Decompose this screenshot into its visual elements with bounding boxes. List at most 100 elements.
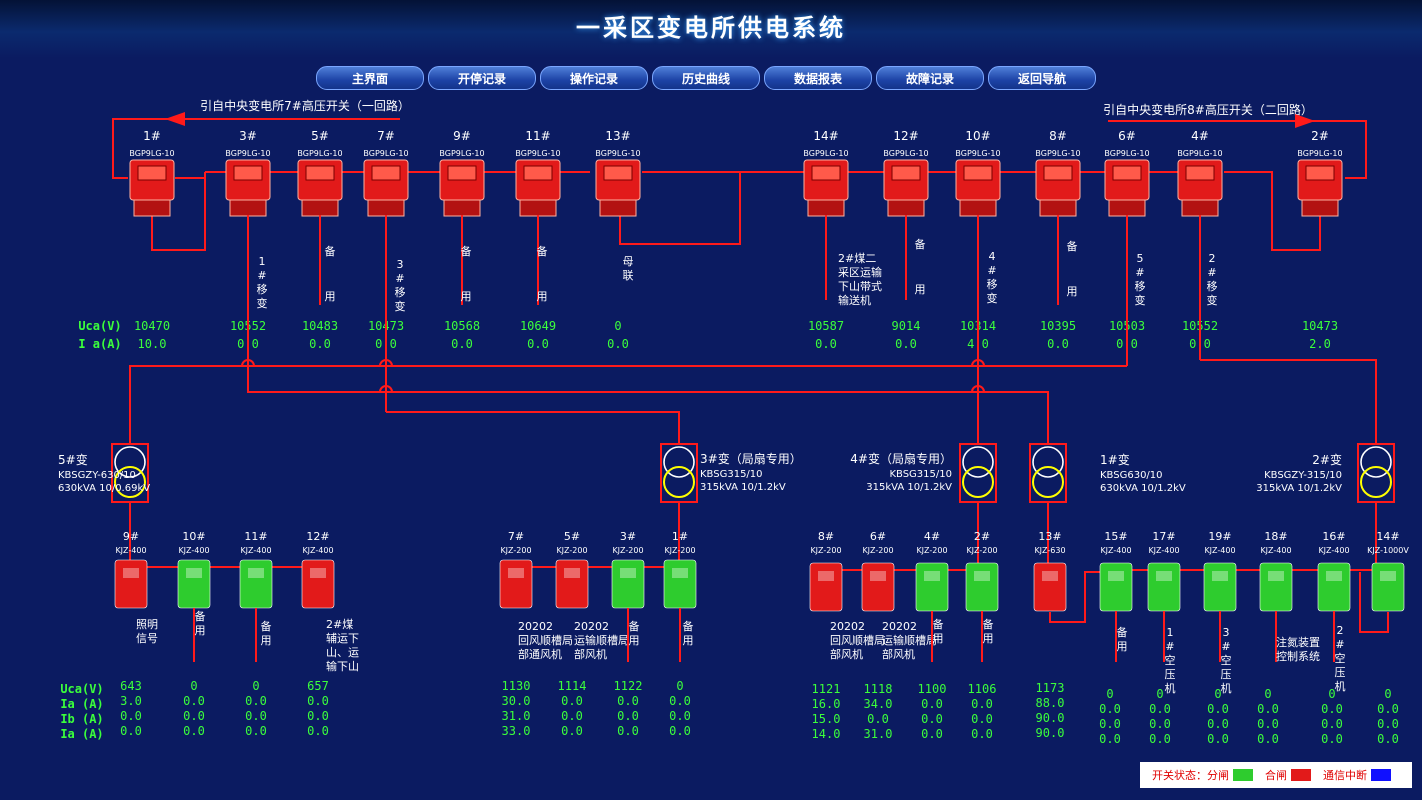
lv-switch-2-8#[interactable] — [809, 562, 843, 612]
lv-switch-2-2#[interactable] — [965, 562, 999, 612]
lv-switch-2-8#-window — [818, 571, 834, 581]
lv-switch-1-7#-val-0: 1130 — [502, 679, 531, 693]
lv-switch-3-17#[interactable] — [1147, 562, 1181, 612]
load-label: 用 — [537, 290, 548, 303]
transformer-3-spec: 315kVA 10/1.2kV — [866, 482, 952, 493]
lv-switch-3-19#-model: KJZ-400 — [1204, 546, 1235, 555]
hv-switch-14#-base — [807, 199, 845, 217]
lv-switch-3-14#-model: KJZ-1000V — [1367, 546, 1409, 555]
transformer-3-model: KBSG315/10 — [889, 469, 952, 480]
lv-switch-1-7#[interactable] — [499, 559, 533, 609]
hv-switch-1#-uca: 10470 — [134, 319, 170, 333]
lv-switch-1-1#-val-2: 0.0 — [669, 709, 691, 723]
nav-fault-log-button[interactable]: 故障记录 — [876, 66, 984, 90]
transformer-4-primary-icon — [1032, 446, 1064, 478]
hv-switch-8#-model: BGP9LG-10 — [1035, 149, 1080, 158]
lv-switch-0-11#-val-3: 0.0 — [245, 724, 267, 738]
lv-switch-3-18#[interactable] — [1259, 562, 1293, 612]
load-label: 移 — [1135, 280, 1146, 293]
lv-switch-3-18#-val-2: 0.0 — [1257, 717, 1279, 731]
nav-data-report-button[interactable]: 数据报表 — [764, 66, 872, 90]
lv-switch-0-12#[interactable] — [301, 559, 335, 609]
hv-switch-12#-id: 12# — [893, 129, 918, 143]
load-label: 备 — [915, 237, 926, 251]
transformer-2-name: 3#变（局扇专用） — [700, 451, 802, 466]
lv-switch-1-3#-val-2: 0.0 — [617, 709, 639, 723]
lv-load-label: 压 — [1335, 666, 1346, 679]
hv-switch-12#-uca: 9014 — [892, 319, 921, 333]
nav-main-button[interactable]: 主界面 — [316, 66, 424, 90]
nav-history-curve-button[interactable]: 历史曲线 — [652, 66, 760, 90]
lv-switch-3-15#[interactable] — [1099, 562, 1133, 612]
hv-switch-14#-model: BGP9LG-10 — [803, 149, 848, 158]
hv-switch-4#-id: 4# — [1191, 129, 1209, 143]
transformer-3-name: 4#变（局扇专用） — [850, 451, 952, 466]
load-label: # — [395, 272, 404, 285]
lv-switch-3-16#[interactable] — [1317, 562, 1351, 612]
lv-switch-2-4#-val-0: 1100 — [918, 682, 947, 696]
cable-3-bian — [386, 411, 680, 445]
lv-switch-1-7#-val-3: 33.0 — [502, 724, 531, 738]
page-title: 一采区变电所供电系统 — [576, 13, 846, 42]
hv-switch-2#-ia: 2.0 — [1309, 337, 1331, 351]
nav-switch-log-button[interactable]: 开停记录 — [428, 66, 536, 90]
lv-switch-3-15#-window — [1108, 571, 1124, 581]
hv-load-14: 2#煤二 — [838, 252, 876, 265]
lv-switch-3-15#-model: KJZ-400 — [1100, 546, 1131, 555]
lv-switch-0-9#[interactable] — [114, 559, 148, 609]
transformer-2-spec: 315kVA 10/1.2kV — [700, 482, 786, 493]
lv-switch-2-6#-model: KJZ-200 — [862, 546, 893, 555]
lv-load-label: 用 — [195, 624, 206, 637]
lv-switch-0-11#-val-0: 0 — [252, 679, 259, 693]
lv-switch-3-18#-val-1: 0.0 — [1257, 702, 1279, 716]
lv-switch-1-1#[interactable] — [663, 559, 697, 609]
lv-switch-3-13#-val-1: 88.0 — [1036, 696, 1065, 710]
nav-operation-log-button[interactable]: 操作记录 — [540, 66, 648, 90]
hv-switch-4#-panel — [1185, 165, 1215, 181]
lv-switch-1-3#[interactable] — [611, 559, 645, 609]
lv-load-label: 空 — [1335, 651, 1346, 665]
lv-load-label: 20202 — [518, 620, 553, 633]
hv-switch-8#-ia: 0.0 — [1047, 337, 1069, 351]
lv-switch-3-19#-val-2: 0.0 — [1207, 717, 1229, 731]
cable-1-bian — [247, 360, 1049, 445]
lv-switch-1-5#[interactable] — [555, 559, 589, 609]
lv-switch-0-10#[interactable] — [177, 559, 211, 609]
lv-switch-0-9#-id: 9# — [123, 530, 139, 543]
nav-return-button[interactable]: 返回导航 — [988, 66, 1096, 90]
lv-load-label: 20202 — [830, 620, 865, 633]
hv-switch-11#-base — [519, 199, 557, 217]
lv-switch-2-6#[interactable] — [861, 562, 895, 612]
lv-switch-0-11#[interactable] — [239, 559, 273, 609]
lv-switch-1-3#-model: KJZ-200 — [612, 546, 643, 555]
lv-switch-1-7#-id: 7# — [508, 530, 524, 543]
transformer-1-spec: 630kVA 10/0.69kV — [58, 483, 150, 494]
lv-switch-1-5#-model: KJZ-200 — [556, 546, 587, 555]
transformer-5-primary-icon — [1360, 446, 1392, 478]
lv-switch-2-6#-id: 6# — [870, 530, 886, 543]
lv-switch-3-14#[interactable] — [1371, 562, 1405, 612]
hv-switch-7#-panel — [371, 165, 401, 181]
lv-switch-3-15#-val-2: 0.0 — [1099, 717, 1121, 731]
lv-switch-2-4#[interactable] — [915, 562, 949, 612]
hv-switch-9#-uca: 10568 — [444, 319, 480, 333]
hv-switch-9#-panel — [447, 165, 477, 181]
load-label: 4 — [989, 250, 996, 263]
lv-load-label: 部风机 — [830, 647, 863, 661]
hv-switch-9#-model: BGP9LG-10 — [439, 149, 484, 158]
lv-switch-3-15#-val-3: 0.0 — [1099, 732, 1121, 746]
lv-switch-3-13#[interactable] — [1033, 562, 1067, 612]
lv-load-label: 1 — [1167, 626, 1174, 639]
lv-load-label: 用 — [261, 634, 272, 647]
lv-switch-3-19#[interactable] — [1203, 562, 1237, 612]
hv-switch-11#-id: 11# — [525, 129, 550, 143]
lv-switch-3-15#-val-1: 0.0 — [1099, 702, 1121, 716]
lv-switch-3-14#-val-2: 0.0 — [1377, 717, 1399, 731]
transformer-2-model: KBSG315/10 — [700, 469, 763, 480]
load-label: 备 — [461, 244, 472, 258]
lv-switch-3-15#-val-0: 0 — [1106, 687, 1113, 701]
lv-switch-0-12#-val-0: 657 — [307, 679, 329, 693]
load-label: 变 — [987, 291, 998, 305]
transformer-4-spec: 630kVA 10/1.2kV — [1100, 483, 1186, 494]
lv-load-label: 备 — [261, 619, 272, 633]
